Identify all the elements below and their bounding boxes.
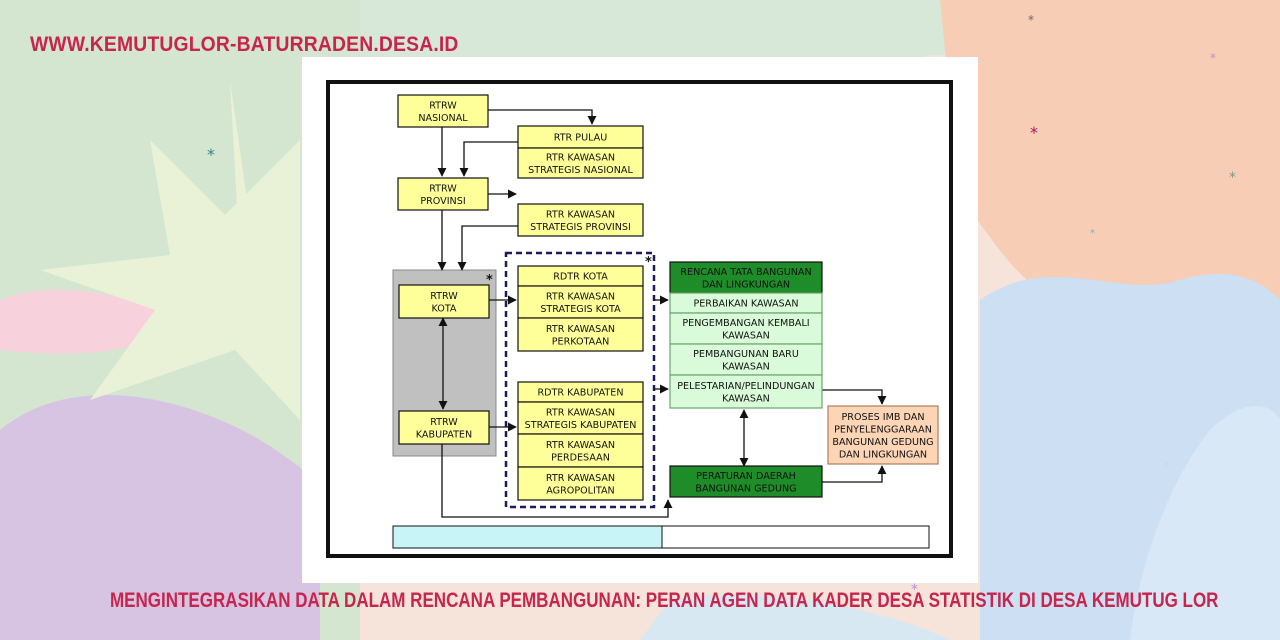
node-label-line: RTR KAWASAN bbox=[546, 473, 615, 484]
node-label-line: RENCANA TATA BANGUNAN bbox=[680, 267, 811, 278]
node-label-line: PELESTARIAN/PELINDUNGAN bbox=[677, 381, 814, 392]
node-rtr-pulau: RTR PULAU bbox=[517, 125, 644, 149]
node-label-line: RTRW bbox=[429, 183, 457, 194]
node-label-line: STRATEGIS KOTA bbox=[540, 304, 621, 315]
node-perbaikan-kawasan: PERBAIKAN KAWASAN bbox=[669, 292, 823, 314]
node-label-line: RDTR KABUPATEN bbox=[537, 388, 623, 399]
node-rtr-kawasan-strategis-nasional: RTR KAWASAN STRATEGIS NASIONAL bbox=[517, 147, 644, 179]
node-label-line: RTRW bbox=[430, 291, 458, 302]
svg-text:*: * bbox=[1164, 459, 1170, 473]
node-label-line: DAN LINGKUNGAN bbox=[702, 279, 790, 290]
node-label-line: RTRW bbox=[430, 417, 458, 428]
svg-text:*: * bbox=[1090, 228, 1095, 239]
grey-marker: * bbox=[486, 273, 493, 288]
node-rtr-kawasan-strategis-kabupaten: RTR KAWASAN STRATEGIS KABUPATEN bbox=[517, 401, 644, 435]
node-rtrw-provinsi: RTRW PROVINSI bbox=[397, 177, 489, 211]
node-label-line: RDTR KOTA bbox=[553, 272, 608, 283]
svg-text:*: * bbox=[1229, 170, 1236, 186]
node-rtr-kawasan-strategis-kota: RTR KAWASAN STRATEGIS KOTA bbox=[517, 285, 644, 319]
svg-text:*: * bbox=[911, 582, 918, 598]
dashed-marker: * bbox=[645, 255, 652, 270]
node-label-line: BANGUNAN GEDUNG bbox=[695, 483, 796, 494]
diagram-frame: RTRW NASIONAL RTR PULAU RTR KAWASAN STRATEGI… bbox=[302, 57, 978, 583]
node-label-line: RTR KAWASAN bbox=[546, 209, 615, 220]
node-label-line: STRATEGIS PROVINSI bbox=[530, 222, 631, 233]
node-label-line: STRATEGIS NASIONAL bbox=[528, 165, 633, 176]
node-label-line: PENGEMBANGAN KEMBALI bbox=[682, 318, 809, 329]
svg-text:*: * bbox=[1030, 123, 1038, 142]
node-label-line: NASIONAL bbox=[418, 113, 468, 124]
node-label-line: RTR KAWASAN bbox=[546, 152, 615, 163]
node-label-line: STRATEGIS KABUPATEN bbox=[525, 420, 637, 431]
node-label-line: RTR PULAU bbox=[554, 133, 608, 144]
node-label-line: PERDESAAN bbox=[551, 452, 610, 463]
detailed-plan-group bbox=[504, 251, 656, 509]
node-label-line: RTR KAWASAN bbox=[546, 291, 615, 302]
node-label-line: RTR KAWASAN bbox=[546, 440, 615, 451]
node-label-line: PERATURAN DAERAH bbox=[696, 471, 796, 482]
legend-bar bbox=[392, 525, 930, 549]
node-label-line: PEMBANGUNAN BARU bbox=[693, 349, 799, 360]
node-label-line: KOTA bbox=[432, 303, 457, 314]
node-label-line: PENYELENGGARAAN bbox=[834, 424, 932, 435]
node-rtr-kawasan-strategis-provinsi: RTR KAWASAN STRATEGIS PROVINSI bbox=[517, 203, 644, 237]
spatial-planning-diagram: RTRW NASIONAL RTR PULAU RTR KAWASAN STRATEGI… bbox=[326, 80, 953, 558]
node-label-line: PROVINSI bbox=[420, 196, 465, 207]
svg-text:*: * bbox=[207, 145, 215, 164]
node-label-line: RTRW bbox=[429, 100, 457, 111]
node-label-line: RTR KAWASAN bbox=[546, 407, 615, 418]
node-label-line: AGROPOLITAN bbox=[546, 485, 614, 496]
node-label-line: BANGUNAN GEDUNG bbox=[832, 437, 933, 448]
site-url[interactable]: WWW.KEMUTUGLOR-BATURRADEN.DESA.ID bbox=[30, 33, 459, 56]
node-label-line: PERBAIKAN KAWASAN bbox=[693, 299, 798, 310]
node-label-line: PERKOTAAN bbox=[552, 336, 610, 347]
node-label-line: KAWASAN bbox=[722, 361, 770, 372]
node-rdtr-kabupaten: RDTR KABUPATEN bbox=[517, 381, 644, 403]
article-title[interactable]: MENGINTEGRASIKAN DATA DALAM RENCANA PEMB… bbox=[110, 589, 1219, 612]
node-label-line: RTR KAWASAN bbox=[546, 324, 615, 335]
node-rtrw-nasional: RTRW NASIONAL bbox=[397, 94, 489, 128]
diagram-nodes: RTRW NASIONAL RTR PULAU RTR KAWASAN STRATEGI… bbox=[397, 94, 939, 544]
node-label-line: KAWASAN bbox=[722, 330, 770, 341]
node-rdtr-kota: RDTR KOTA bbox=[517, 265, 644, 287]
connector-lines bbox=[437, 109, 887, 518]
node-label-line: KABUPATEN bbox=[416, 429, 472, 440]
node-label-line: PROSES IMB DAN bbox=[842, 412, 925, 423]
node-label-line: KAWASAN bbox=[722, 393, 770, 404]
svg-text:*: * bbox=[1028, 13, 1034, 27]
svg-text:*: * bbox=[1210, 51, 1216, 65]
node-label-line: DAN LINGKUNGAN bbox=[839, 449, 927, 460]
